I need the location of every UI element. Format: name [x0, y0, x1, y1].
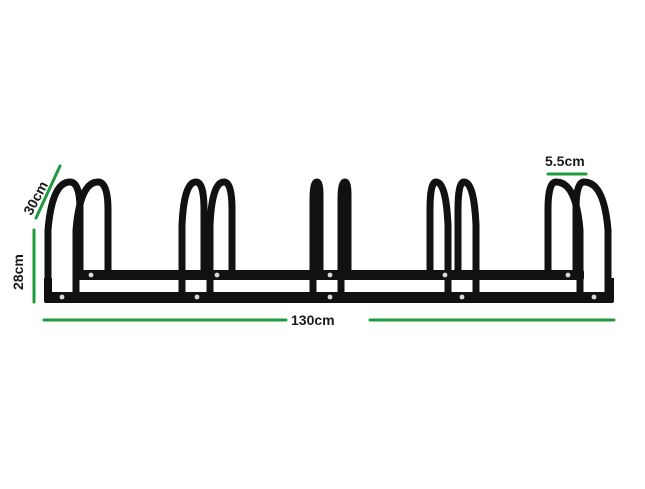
hoop-1b — [72, 178, 112, 298]
hoop-3a — [309, 178, 324, 298]
rack-hoops — [44, 178, 612, 298]
hoop-3b — [337, 178, 352, 298]
width-dimension-label: 130cm — [291, 312, 335, 328]
slot-width-dimension-label: 5.5cm — [545, 153, 585, 169]
hoop-2b — [206, 178, 236, 298]
depth-line — [34, 164, 62, 220]
hoop-4a — [426, 178, 452, 298]
height-dimension-label: 28cm — [10, 254, 26, 290]
dimension-lines — [32, 164, 616, 322]
rack-bolts — [59, 272, 597, 300]
hoop-2a — [178, 178, 208, 298]
hoop-5b — [572, 178, 612, 298]
hoop-4b — [454, 178, 480, 298]
